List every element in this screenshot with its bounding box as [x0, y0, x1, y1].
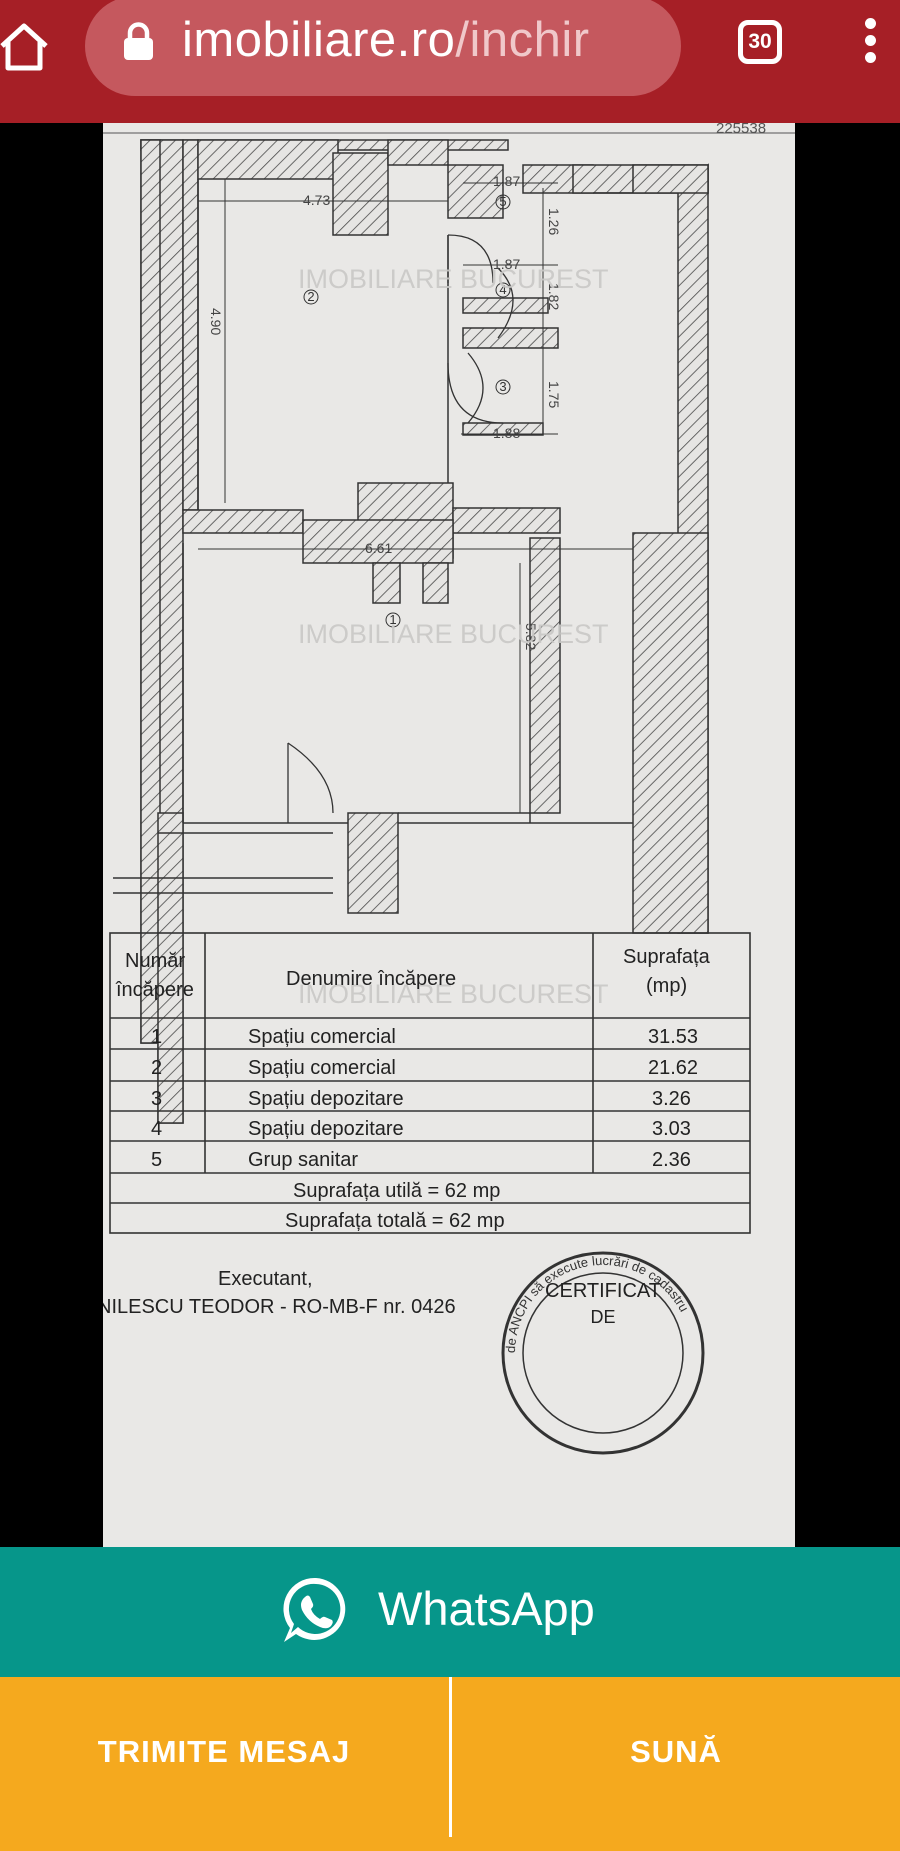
stamp-arc-text: de ANCPI să execute lucrări de cadastru — [503, 1253, 692, 1353]
table-total-area: Suprafața totală = 62 mp — [285, 1210, 505, 1232]
table-cell-area: 3.26 — [652, 1088, 691, 1110]
whatsapp-label: WhatsApp — [378, 1582, 595, 1635]
table-header-number: încăpere — [115, 979, 194, 1001]
whatsapp-button[interactable]: WhatsApp — [0, 1547, 900, 1677]
dim-label: 1.75 — [546, 381, 562, 408]
dim-label: 1.87 — [493, 173, 520, 189]
table-cell-area: 21.62 — [648, 1057, 698, 1079]
dim-label: 1.82 — [546, 283, 562, 310]
table-cell-name: Spațiu depozitare — [248, 1088, 404, 1110]
url-path: /inchir — [455, 13, 590, 67]
watermark: IMOBILIARE BUCUREST — [298, 619, 609, 649]
table-cell-name: Spațiu comercial — [248, 1057, 396, 1079]
watermark: IMOBILIARE BUCUREST — [298, 979, 609, 1009]
corner-number: 225538 — [716, 123, 766, 137]
lock-icon — [124, 22, 153, 60]
table-cell-number: 1 — [151, 1026, 162, 1048]
certification-stamp: de ANCPI să execute lucrări de cadastru … — [501, 1251, 705, 1455]
table-cell-area: 2.36 — [652, 1149, 691, 1171]
home-icon[interactable] — [0, 20, 48, 74]
overflow-menu-icon[interactable] — [860, 18, 880, 78]
url-domain: imobiliare.ro — [182, 13, 456, 67]
floor-plan-image: 225538 — [103, 123, 795, 1547]
table-cell-number: 3 — [151, 1088, 162, 1110]
table-cell-name: Grup sanitar — [248, 1149, 358, 1171]
dim-label: 1.88 — [493, 425, 520, 441]
dim-label: 1.26 — [546, 208, 562, 235]
tab-count: 30 — [748, 30, 772, 53]
table-cell-number: 2 — [151, 1057, 162, 1079]
whatsapp-icon — [283, 1577, 346, 1642]
area-table — [109, 932, 751, 1234]
send-message-label: TRIMITE MESAJ — [97, 1734, 351, 1769]
table-cell-name: Spațiu comercial — [248, 1026, 396, 1048]
watermark: IMOBILIARE BUCUREST — [298, 264, 609, 294]
listing-image-viewer[interactable]: 225538 — [0, 123, 900, 1547]
table-cell-area: 31.53 — [648, 1026, 698, 1048]
table-util-area: Suprafața utilă = 62 mp — [293, 1180, 500, 1202]
table-header-area: (mp) — [646, 975, 687, 997]
table-cell-area: 3.03 — [652, 1118, 691, 1140]
dim-label: 4.90 — [208, 308, 224, 335]
executant-name: NILESCU TEODOR - RO-MB-F nr. 0426 — [103, 1296, 456, 1318]
room-number: 3 — [499, 379, 506, 394]
browser-toolbar: imobiliare.ro/inchir 30 — [0, 0, 900, 123]
room-number: 1 — [389, 612, 396, 627]
url-text: imobiliare.ro/inchir — [182, 12, 590, 68]
stamp-subtitle: DE — [590, 1307, 615, 1327]
room-number: 4 — [499, 282, 506, 297]
stamp-title: CERTIFICAT — [545, 1280, 661, 1302]
url-bar[interactable]: imobiliare.ro/inchir — [85, 0, 681, 96]
send-message-button[interactable]: TRIMITE MESAJ — [0, 1677, 448, 1827]
dim-label: 6.61 — [365, 540, 392, 556]
svg-text:de ANCPI să execute lucrări de: de ANCPI să execute lucrări de cadastru — [503, 1253, 692, 1353]
plan-dimension-lines — [198, 179, 633, 813]
plan-doors — [287, 234, 514, 823]
table-header-area: Suprafața — [623, 946, 711, 968]
contact-actions: TRIMITE MESAJ SUNĂ — [0, 1677, 900, 1851]
tab-switcher-button[interactable]: 30 — [738, 20, 782, 64]
executant-label: Executant, — [218, 1268, 313, 1290]
call-button[interactable]: SUNĂ — [452, 1677, 900, 1827]
table-header-number: Număr — [125, 950, 185, 972]
dim-label: 4.73 — [303, 192, 330, 208]
dim-label: 5.82 — [523, 623, 539, 650]
table-cell-name: Spațiu depozitare — [248, 1118, 404, 1140]
table-cell-number: 4 — [151, 1118, 162, 1140]
table-header-name: Denumire încăpere — [286, 968, 456, 990]
dim-label: 1.87 — [493, 256, 520, 272]
room-number: 5 — [499, 194, 506, 209]
call-label: SUNĂ — [630, 1734, 722, 1769]
actions-divider — [449, 1677, 452, 1837]
table-cell-number: 5 — [151, 1149, 162, 1171]
room-number: 2 — [307, 289, 314, 304]
